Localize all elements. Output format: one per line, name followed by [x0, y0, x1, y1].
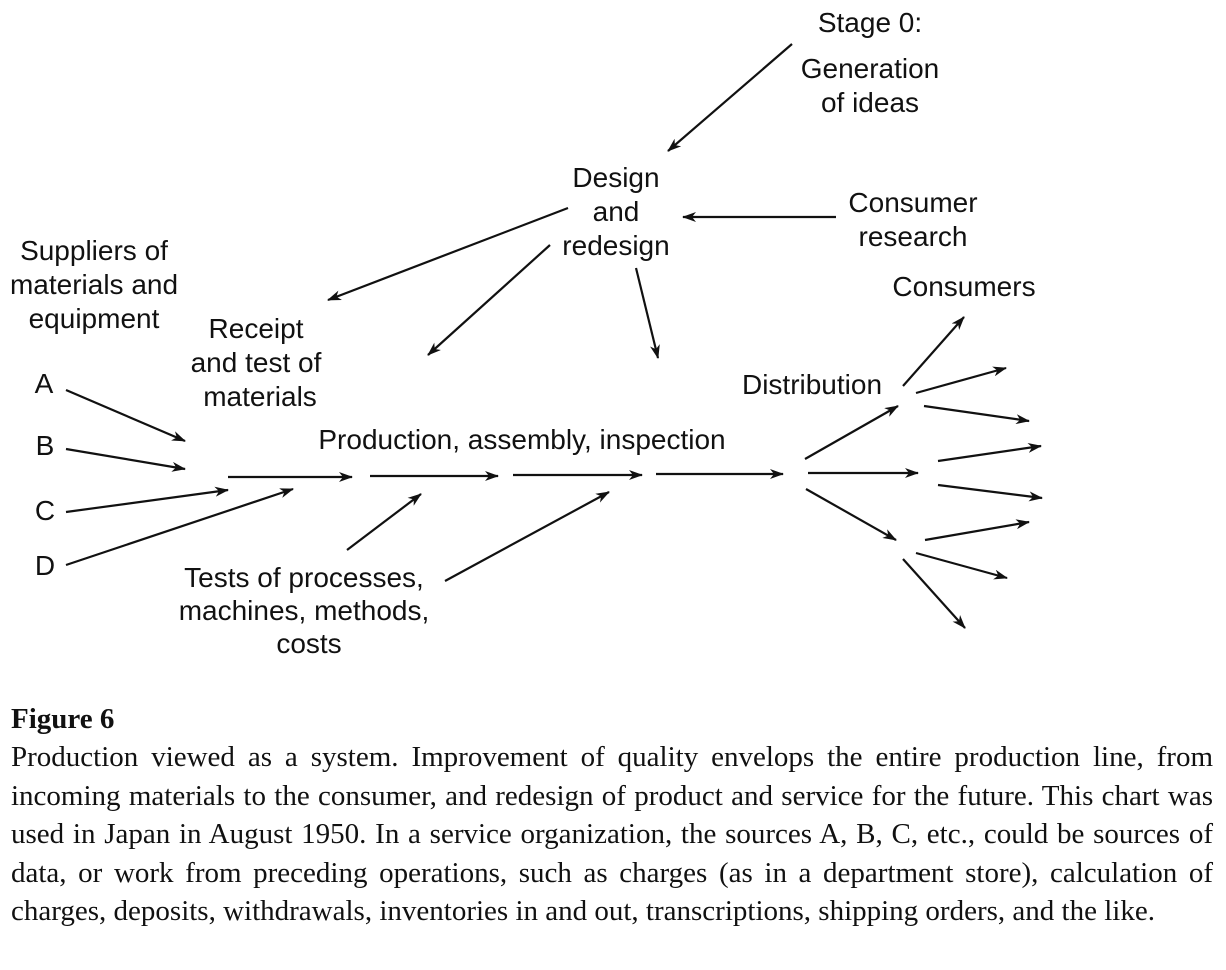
suppliers-label-line3: equipment — [29, 303, 160, 334]
consumer-research-label-line1: Consumer — [848, 187, 977, 218]
arrow-distribution-upper — [804, 405, 899, 460]
arrow-source-a — [65, 388, 186, 443]
arrow-consumers-5 — [937, 483, 1043, 502]
consumer-research-label-line2: research — [859, 221, 968, 252]
production-system-diagram: Stage 0: Generation of ideas Design and … — [10, 7, 1043, 659]
source-a-label: A — [35, 368, 54, 399]
caption-title: Figure 6 — [11, 703, 115, 735]
arrow-tests-to-production-2 — [444, 491, 610, 582]
source-b-label: B — [36, 430, 55, 461]
stage0-label-line1: Stage 0: — [818, 7, 922, 38]
stage0-label-line3: of ideas — [821, 87, 919, 118]
receipt-label-line1: Receipt — [209, 313, 304, 344]
arrow-design-to-production — [634, 267, 660, 359]
arrow-consumers-7 — [915, 551, 1008, 580]
caption-text: Production viewed as a system. Improveme… — [11, 741, 1213, 927]
design-label-line1: Design — [572, 162, 659, 193]
tests-label-line3: costs — [276, 628, 341, 659]
design-label-line2: and — [593, 196, 640, 227]
arrow-ideas-to-design — [667, 43, 793, 152]
arrow-consumers-1 — [902, 316, 965, 387]
receipt-label-line2: and test of — [191, 347, 322, 378]
arrow-design-to-receipt — [427, 244, 551, 356]
arrow-consumers-8 — [902, 558, 966, 629]
arrow-source-b — [65, 447, 186, 472]
stage0-label-line2: Generation — [801, 53, 940, 84]
figure-caption: Figure 6 Production viewed as a system. … — [11, 700, 1213, 931]
source-c-label: C — [35, 495, 55, 526]
arrow-distribution-lower — [805, 488, 897, 541]
arrow-tests-to-production-1 — [346, 493, 422, 551]
arrow-design-to-suppliers — [327, 206, 569, 302]
arrow-source-c — [65, 486, 229, 514]
suppliers-label-line2: materials and — [10, 269, 178, 300]
tests-label-line2: machines, methods, — [179, 595, 430, 626]
consumers-label: Consumers — [892, 271, 1035, 302]
tests-label-line1: Tests of processes, — [184, 562, 424, 593]
source-d-label: D — [35, 550, 55, 581]
arrow-consumers-2 — [915, 366, 1007, 395]
arrow-consumers-4 — [937, 442, 1042, 463]
receipt-label-line3: materials — [203, 381, 317, 412]
arrow-consumers-3 — [923, 404, 1030, 425]
arrow-source-d — [65, 487, 294, 567]
suppliers-label-line1: Suppliers of — [20, 235, 168, 266]
production-label: Production, assembly, inspection — [318, 424, 725, 455]
arrow-consumers-6 — [924, 519, 1030, 542]
design-label-line3: redesign — [562, 230, 669, 261]
distribution-label: Distribution — [742, 369, 882, 400]
